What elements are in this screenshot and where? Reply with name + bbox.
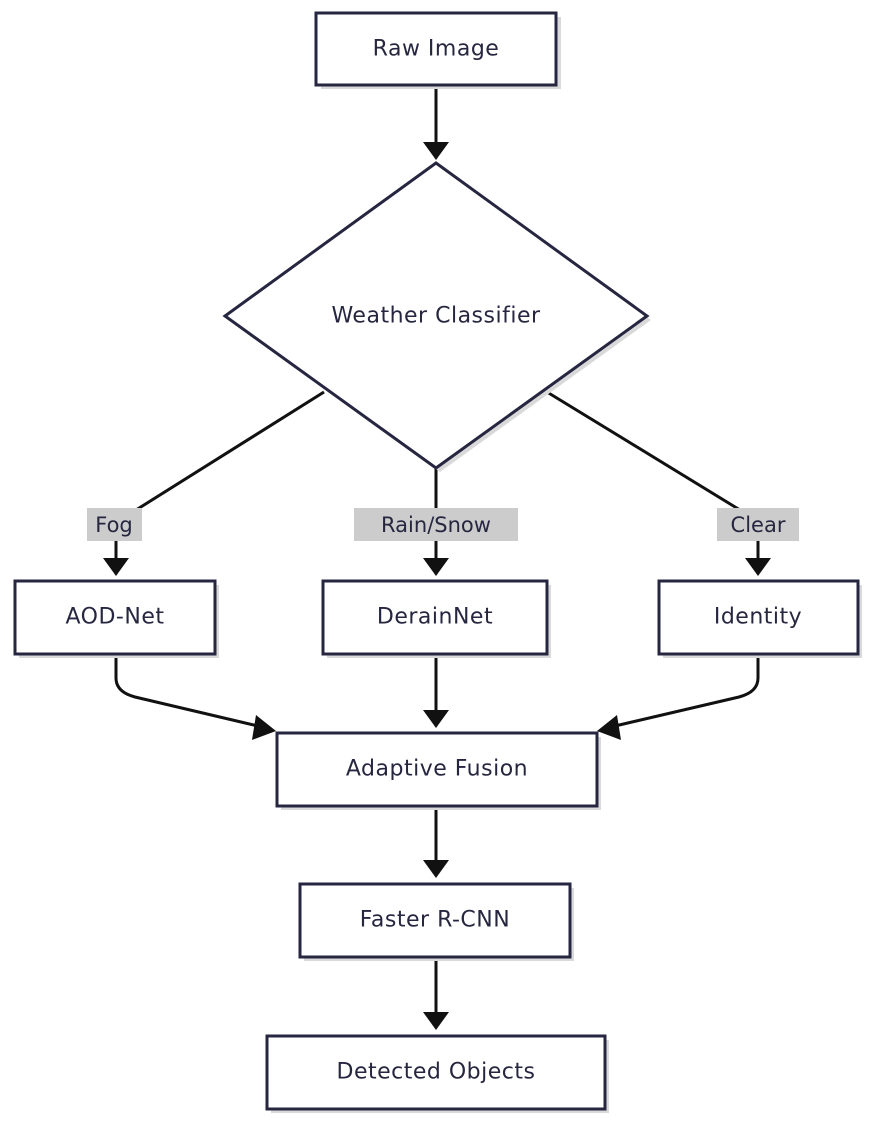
node-weather-classifier: Weather Classifier	[222, 161, 651, 472]
edge-label-clear-text: Clear	[731, 513, 786, 537]
edge-aodnet-to-fusion	[114, 655, 259, 728]
node-identity: Identity	[657, 579, 862, 658]
edge-label-rain-snow: Rain/Snow	[354, 508, 518, 541]
node-raw-image-label: Raw Image	[373, 37, 500, 62]
node-aod-net: AOD-Net	[13, 579, 219, 658]
node-faster-rcnn-label: Faster R-CNN	[360, 908, 510, 933]
edge-label-rain-snow-text: Rain/Snow	[381, 513, 491, 537]
node-raw-image: Raw Image	[314, 11, 561, 89]
edge-label-fog-text: Fog	[95, 513, 133, 537]
node-aod-net-label: AOD-Net	[66, 605, 165, 630]
node-detected-objects-label: Detected Objects	[337, 1060, 536, 1085]
node-derainnet-label: DerainNet	[377, 605, 493, 630]
arrowhead	[423, 860, 449, 878]
arrowhead	[423, 142, 449, 160]
arrowhead	[745, 558, 771, 576]
arrowhead	[423, 558, 449, 576]
node-weather-classifier-label: Weather Classifier	[331, 304, 541, 329]
node-adaptive-fusion-label: Adaptive Fusion	[346, 757, 528, 782]
arrowhead	[423, 1012, 449, 1030]
arrowhead	[103, 558, 129, 576]
edge-label-fog: Fog	[87, 508, 142, 541]
node-faster-rcnn: Faster R-CNN	[298, 882, 574, 961]
node-derainnet: DerainNet	[321, 579, 551, 658]
edge-identity-to-fusion	[614, 655, 760, 728]
node-adaptive-fusion: Adaptive Fusion	[275, 731, 601, 810]
edge-classifier-to-fog	[135, 390, 325, 512]
edges	[103, 86, 771, 1030]
node-detected-objects: Detected Objects	[265, 1034, 609, 1113]
edge-label-clear: Clear	[717, 508, 799, 541]
edge-classifier-to-clear	[546, 390, 741, 512]
arrowhead	[597, 715, 621, 740]
arrowhead	[252, 715, 276, 740]
node-identity-label: Identity	[714, 605, 802, 630]
arrowhead	[423, 710, 449, 728]
